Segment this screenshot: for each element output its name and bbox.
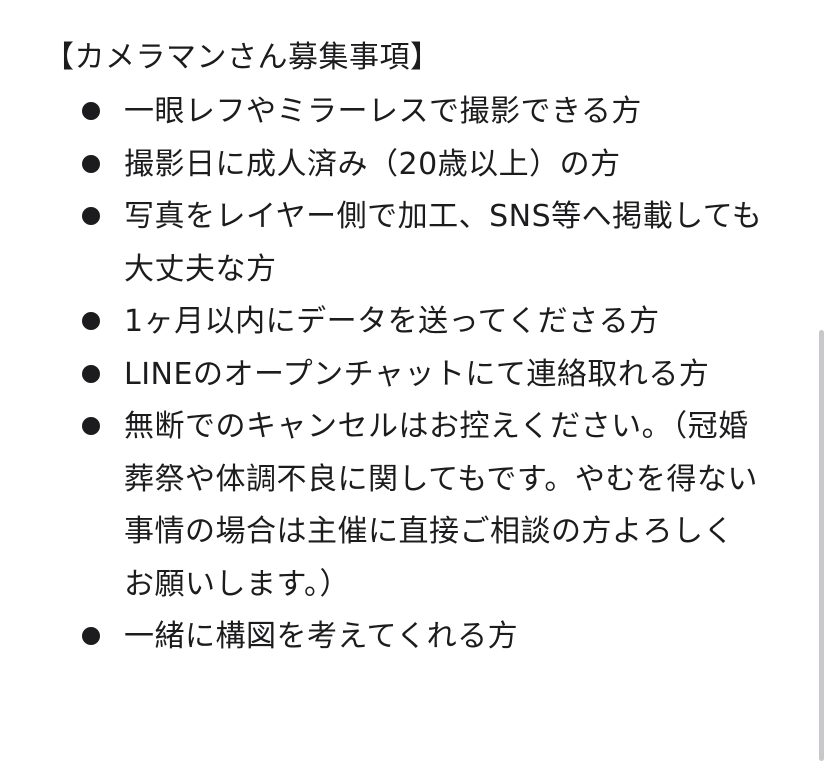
list-item-text: 1ヶ月以内にデータを送ってくださる方 bbox=[124, 304, 660, 339]
bullet-icon bbox=[82, 154, 100, 173]
list-item: LINEのオープンチャットにて連絡取れる方 bbox=[0, 349, 764, 402]
bullet-icon bbox=[82, 312, 100, 330]
bullet-icon bbox=[82, 627, 100, 645]
list-item-text: 写真をレイヤー側で加工、SNS等へ掲載しても大丈夫な方 bbox=[124, 199, 763, 287]
list-item-text: 一緒に構図を考えてくれる方 bbox=[124, 619, 519, 654]
bullet-icon bbox=[82, 364, 100, 383]
list-item-text: 無断でのキャンセルはお控えください。（冠婚葬祭や体調不良に関してもです。やむを得… bbox=[124, 409, 758, 602]
list-item: 写真をレイヤー側で加工、SNS等へ掲載しても大丈夫な方 bbox=[0, 191, 764, 296]
list-item-text: 撮影日に成人済み（20歳以上）の方 bbox=[124, 146, 621, 182]
bullet-icon bbox=[82, 417, 100, 435]
list-item: 撮影日に成人済み（20歳以上）の方 bbox=[0, 139, 764, 192]
bullet-icon bbox=[82, 207, 100, 225]
list-item-text: 一眼レフやミラーレスで撮影できる方 bbox=[124, 94, 642, 129]
list-item-text: LINEのオープンチャットにて連絡取れる方 bbox=[124, 356, 710, 392]
list-item: 一緒に構図を考えてくれる方 bbox=[0, 611, 764, 664]
bullet-icon bbox=[82, 102, 100, 120]
list-item: 無断でのキャンセルはお控えください。（冠婚葬祭や体調不良に関してもです。やむを得… bbox=[0, 401, 764, 611]
list-item: 1ヶ月以内にデータを送ってくださる方 bbox=[0, 296, 764, 349]
requirements-list: 一眼レフやミラーレスで撮影できる方 撮影日に成人済み（20歳以上）の方 写真をレ… bbox=[0, 86, 800, 664]
section-heading: 【カメラマンさん募集事項】 bbox=[44, 40, 441, 75]
list-item: 一眼レフやミラーレスで撮影できる方 bbox=[0, 86, 764, 139]
vertical-scrollbar[interactable] bbox=[819, 330, 824, 761]
